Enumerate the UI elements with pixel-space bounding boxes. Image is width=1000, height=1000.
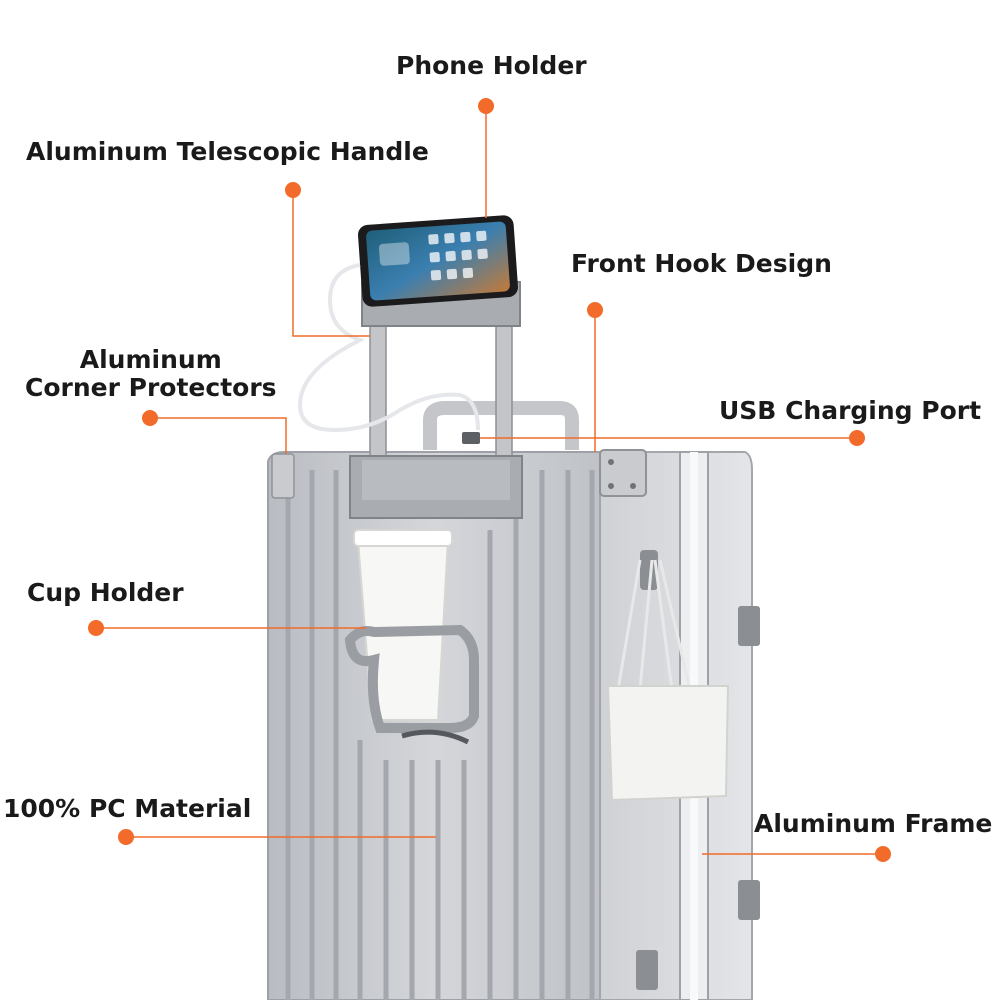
aluminum-corner-protectors-label: Aluminum Corner Protectors bbox=[25, 346, 277, 402]
handle-line bbox=[292, 190, 370, 337]
callout-lines bbox=[96, 106, 883, 855]
cup-dot bbox=[88, 620, 104, 636]
corner-dot bbox=[142, 410, 158, 426]
aluminum-telescopic-handle-label: Aluminum Telescopic Handle bbox=[26, 137, 429, 166]
front-hook-with-bag bbox=[606, 550, 730, 802]
charging-cable bbox=[297, 263, 480, 433]
phone-holder-dot bbox=[478, 98, 494, 114]
usb-port bbox=[462, 432, 480, 444]
usb-dot bbox=[849, 430, 865, 446]
front-hook-design-label: Front Hook Design bbox=[571, 249, 832, 278]
pc-material-label: 100% PC Material bbox=[3, 794, 252, 823]
aluminum-frame-label: Aluminum Frame bbox=[754, 809, 993, 838]
smartphone bbox=[358, 215, 518, 307]
usb-charging-port-label: USB Charging Port bbox=[719, 396, 982, 425]
corner-protectors-line-2: Corner Protectors bbox=[25, 373, 277, 402]
pc-dot bbox=[118, 829, 134, 845]
handle-dot bbox=[285, 182, 301, 198]
cup-holder-with-cup bbox=[344, 529, 479, 745]
phone-holder-label: Phone Holder bbox=[396, 51, 587, 80]
telescopic-handle bbox=[349, 281, 523, 519]
cup-holder-label: Cup Holder bbox=[27, 578, 184, 607]
corner-protectors-line-1: Aluminum bbox=[79, 345, 222, 374]
corner-line bbox=[150, 417, 287, 454]
corner-protector bbox=[271, 449, 647, 499]
shell-ribs bbox=[285, 470, 595, 1000]
frame-dot bbox=[875, 846, 891, 862]
callout-dots bbox=[88, 98, 891, 862]
suitcase-body bbox=[267, 401, 760, 1000]
hook-dot bbox=[587, 302, 603, 318]
